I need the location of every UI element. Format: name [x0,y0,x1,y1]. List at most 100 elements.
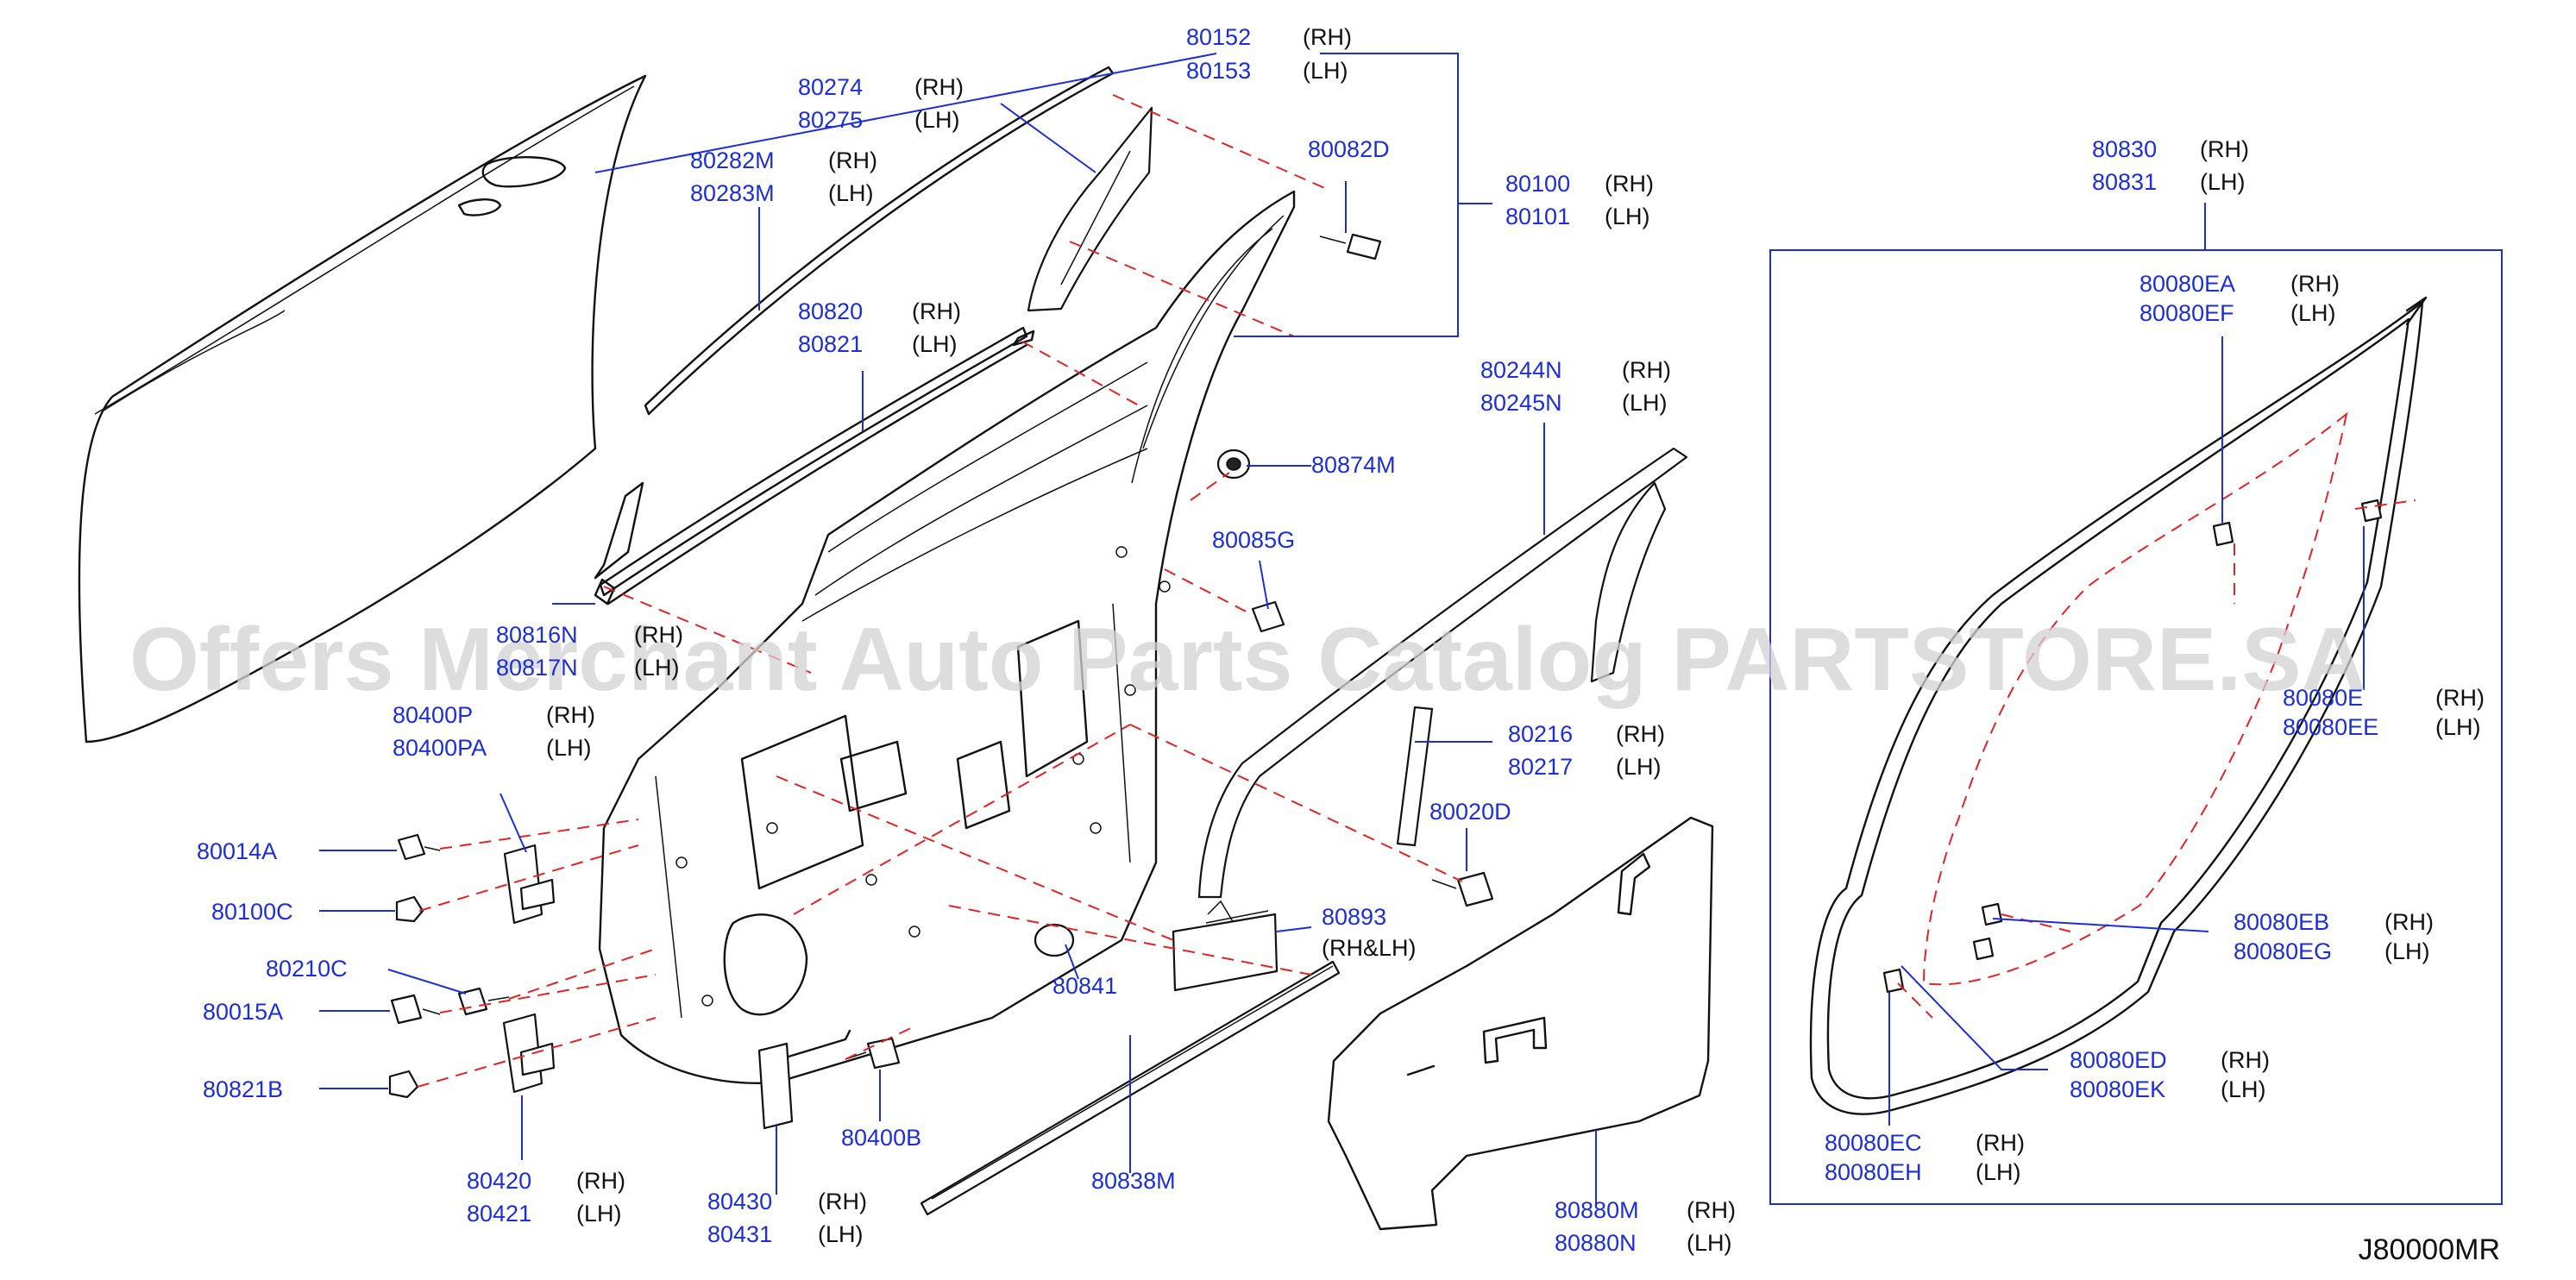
label-80080EA: 80080EA (RH) [2139,271,2340,297]
side-80080EE: (LH) [2435,714,2481,740]
label-80821: 80821(LH) [798,331,958,357]
label-80080EE: 80080EE(LH) [2283,714,2481,740]
nut-80821B [388,1070,419,1099]
label-80400B: 80400B [841,1125,921,1151]
part-number-80015A: 80015A [203,999,283,1025]
label-80430: 80430(RH) [707,1189,867,1214]
diagram-code: J80000MR [2359,1233,2500,1266]
part-number-80085G: 80085G [1212,527,1295,553]
side-80817N: (LH) [634,655,680,681]
part-number-80082D: 80082D [1308,136,1390,162]
part-number-80080E: 80080E [2283,685,2363,711]
part-number-80080EK: 80080EK [2070,1076,2165,1102]
side-80101: (LH) [1605,204,1650,229]
part-number-80282M: 80282M [690,147,775,173]
part-number-80820: 80820 [798,298,863,324]
part-number-80274: 80274 [798,74,863,100]
label-80217: 80217(LH) [1508,754,1662,780]
side-80421: (LH) [576,1201,622,1227]
part-number-80210C: 80210C [266,956,348,982]
hinge-lower [502,1013,556,1094]
label-80014A: 80014A [197,838,277,864]
part-number-80816N: 80816N [496,622,578,648]
label-80283M: 80283M (LH) [690,180,874,206]
side-80080EH: (LH) [1976,1159,2021,1185]
side-80420: (RH) [576,1168,625,1194]
label-80101: 80101(LH) [1505,204,1650,229]
bolt-80020D [1431,871,1494,907]
side-80821: (LH) [912,331,958,357]
label-80830: 80830(RH) [2092,136,2249,162]
part-number-80080ED: 80080ED [2070,1047,2167,1073]
label-80400P: 80400P(RH) [393,702,595,728]
label-80817N: 80817N(LH) [496,655,680,681]
side-80275: (LH) [914,107,960,133]
label-80880M: 80880M(RH) [1555,1197,1736,1223]
side-80274: (RH) [914,74,964,100]
part-number-80080EF: 80080EF [2139,300,2234,326]
window-moulding-strips [594,66,1115,605]
door-check-link [757,1029,851,1130]
leader-lines [319,53,2503,1208]
dashed-guide-lines [417,94,2416,1088]
label-80400PA: 80400PA(LH) [393,735,592,761]
side-80245N: (LH) [1622,390,1668,416]
label-80421: 80421(LH) [467,1201,622,1227]
label-80838M: 80838M [1091,1168,1176,1194]
part-number-80152: 80152 [1186,24,1251,50]
part-number-80283M: 80283M [690,180,775,206]
label-80020D: 80020D [1429,799,1511,825]
label-80893: 80893(RH&LH) [1322,904,1417,961]
side-80100: (RH) [1605,171,1654,197]
hinge-upper [503,844,556,925]
part-number-80880N: 80880N [1555,1230,1637,1256]
side-80831: (LH) [2200,169,2246,195]
part-number-80080EA: 80080EA [2139,271,2235,297]
part-number-80821B: 80821B [203,1076,283,1102]
label-80244N: 80244N(RH) [1480,357,1671,383]
part-number-80430: 80430 [707,1189,772,1214]
side-80893: (RH&LH) [1322,935,1417,961]
bolt-80082D [1319,233,1382,260]
part-number-80153: 80153 [1186,58,1251,84]
side-80283M: (LH) [828,180,874,206]
label-80153: 80153(LH) [1186,58,1348,84]
side-80152: (RH) [1303,24,1352,50]
bolt-80400B [845,1037,901,1070]
label-80085G: 80085G [1212,527,1295,553]
label-80245N: 80245N(LH) [1480,390,1668,416]
label-80080EG: 80080EG(LH) [2234,938,2430,964]
bolt-80014A [397,833,441,861]
side-80080EB: (RH) [2384,909,2434,935]
label-80100C: 80100C [211,899,293,925]
label-80275: 80275(LH) [798,107,960,133]
label-80080EC: 80080EC(RH) [1825,1130,2025,1156]
label-80880N: 80880N (LH) [1555,1230,1732,1256]
part-number-80080EC: 80080EC [1825,1130,1922,1156]
side-80080E: (RH) [2435,685,2485,711]
label-80282M: 80282M(RH) [690,147,877,173]
label-80100: 80100(RH) [1505,171,1654,197]
part-number-80830: 80830 [2092,136,2157,162]
side-80080EF: (LH) [2290,300,2336,326]
part-number-80831: 80831 [2092,169,2157,195]
outer-door-panel [78,74,647,744]
part-number-80431: 80431 [707,1221,772,1247]
side-80080EA: (RH) [2290,271,2340,297]
label-80831: 80831 (LH) [2092,169,2246,195]
side-80080EG: (LH) [2384,938,2430,964]
part-number-80217: 80217 [1508,754,1573,780]
side-80080ED: (RH) [2221,1047,2270,1073]
label-80080ED: 80080ED (RH) [2070,1047,2270,1073]
label-80874M: 80874M [1311,452,1396,478]
label-80080EB: 80080EB(RH) [2234,909,2434,935]
label-80082D: 80082D [1308,136,1390,162]
side-80880N: (LH) [1687,1230,1732,1256]
vapor-barrier-sheet [1327,816,1714,1231]
label-80152: 80152 (RH) [1186,24,1352,50]
corner-trim-piece [1027,106,1153,312]
bolt-80015A [390,994,441,1025]
part-number-80100C: 80100C [211,899,293,925]
